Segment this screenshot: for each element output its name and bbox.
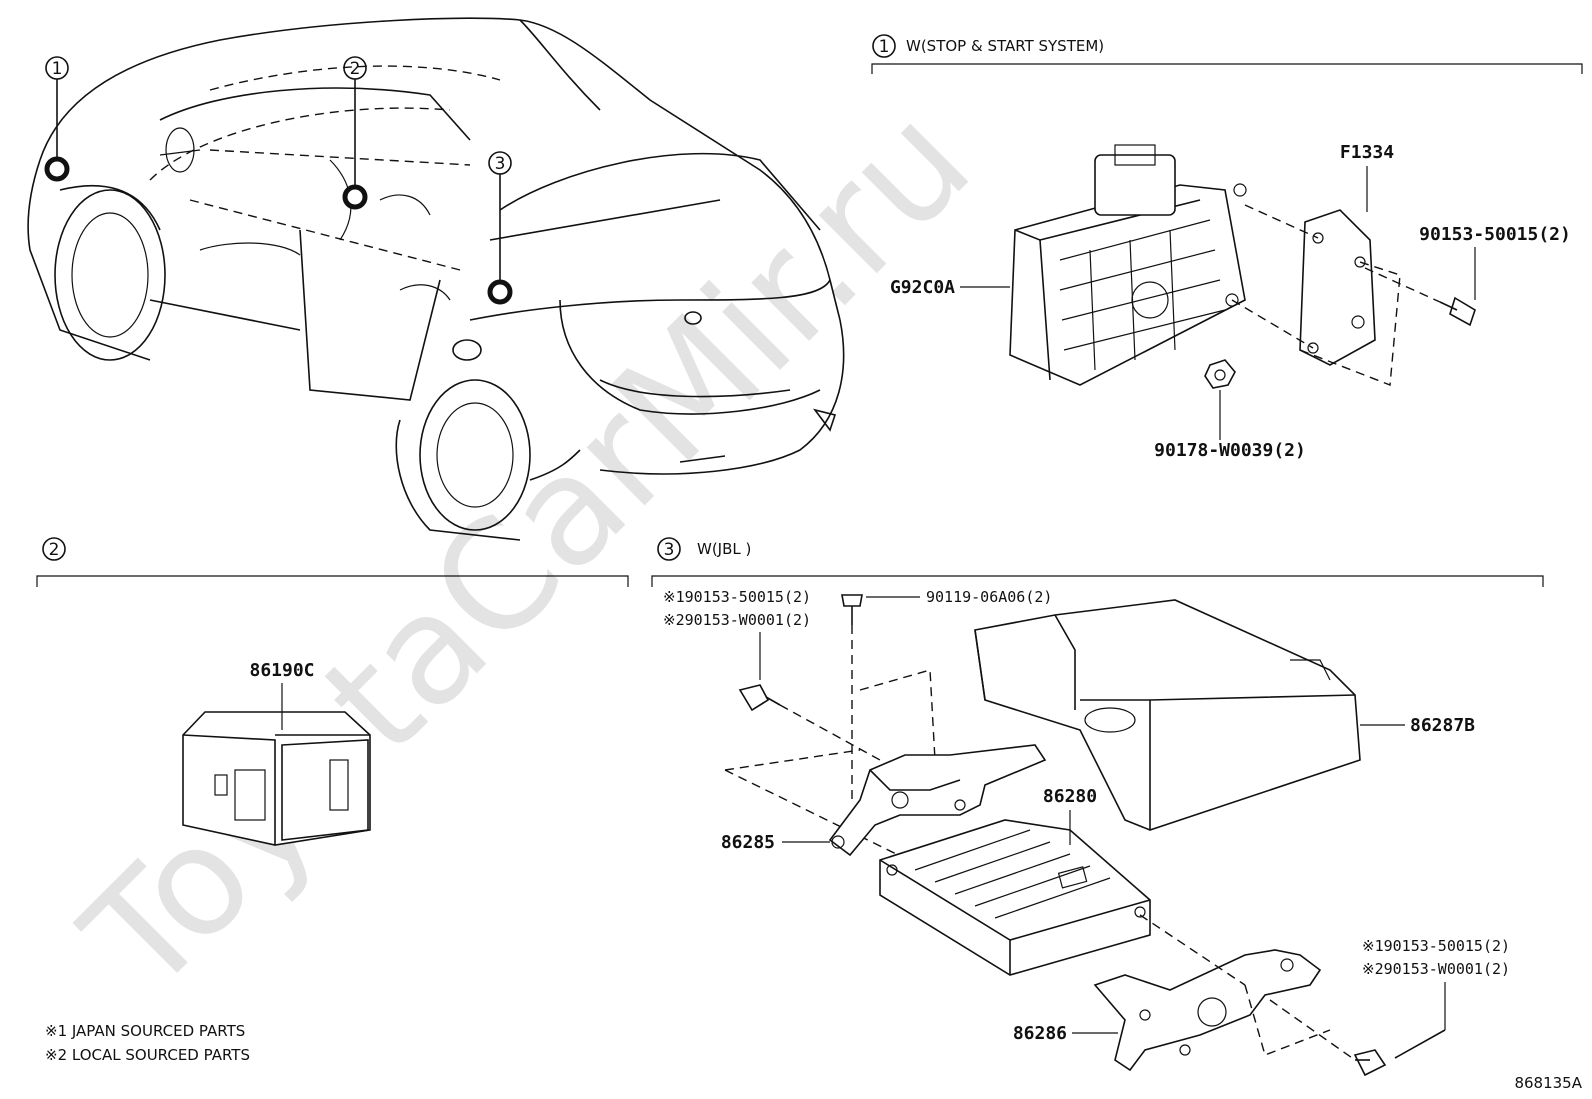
note-3-bottom-bolt-2: ※290153-W0001(2) <box>1362 960 1510 978</box>
bracket-86286 <box>1093 949 1322 1072</box>
label-86190c: 86190C <box>249 660 314 681</box>
diagram-id: 868135A <box>1514 1074 1582 1092</box>
section-3-title: W(JBL ) <box>697 540 751 558</box>
bolt-left <box>738 684 781 712</box>
f1334-bracket <box>1299 209 1376 366</box>
car-illustration: 1 2 3 <box>27 17 845 541</box>
section-3-number: 3 <box>664 540 675 560</box>
note-3-bolt-1: ※190153-50015(2) <box>663 588 811 606</box>
bolt-bottom-right <box>1353 1049 1387 1077</box>
label-86286: 86286 <box>1013 1023 1067 1044</box>
section-2: 2 86190C <box>36 537 629 846</box>
section-1-number: 1 <box>879 37 890 57</box>
label-86280: 86280 <box>1043 786 1097 807</box>
section-3: 3 W(JBL ) ※190153-50015(2) ※290153-W0001… <box>651 537 1544 1077</box>
note-3-bottom-bolt-1: ※190153-50015(2) <box>1362 937 1510 955</box>
section-1-title: W(STOP & START SYSTEM) <box>906 37 1104 55</box>
bolt-90119-06a06 <box>841 594 863 625</box>
nut-90178-w0039 <box>1204 359 1236 389</box>
g92c0a-module <box>1009 144 1247 386</box>
label-90119-06a06: 90119-06A06(2) <box>926 588 1052 606</box>
label-86287b: 86287B <box>1410 715 1475 736</box>
watermark: ToyotaCarMir.ru <box>52 74 1004 1026</box>
car-marker-2: 2 <box>350 59 361 79</box>
car-marker-1: 1 <box>52 59 63 79</box>
label-86285: 86285 <box>721 832 775 853</box>
cover-86287b <box>974 599 1361 831</box>
section-1: 1 W(STOP & START SYSTEM) G92C0A F133 <box>871 34 1583 461</box>
section-2-number: 2 <box>49 540 60 560</box>
bracket-86285 <box>828 744 1047 857</box>
amplifier-86280 <box>879 819 1151 976</box>
note-3-bolt-2: ※290153-W0001(2) <box>663 611 811 629</box>
label-g92c0a: G92C0A <box>890 277 955 298</box>
label-90153-50015: 90153-50015(2) <box>1419 224 1571 245</box>
footnote-local: ※2 LOCAL SOURCED PARTS <box>45 1046 250 1064</box>
car-marker-3: 3 <box>495 154 506 174</box>
switch-86190c <box>182 711 371 846</box>
footnote-japan: ※1 JAPAN SOURCED PARTS <box>45 1022 245 1040</box>
label-90178-w0039: 90178-W0039(2) <box>1154 440 1306 461</box>
bolt-90153-50015 <box>1439 296 1476 327</box>
label-f1334: F1334 <box>1340 142 1394 163</box>
